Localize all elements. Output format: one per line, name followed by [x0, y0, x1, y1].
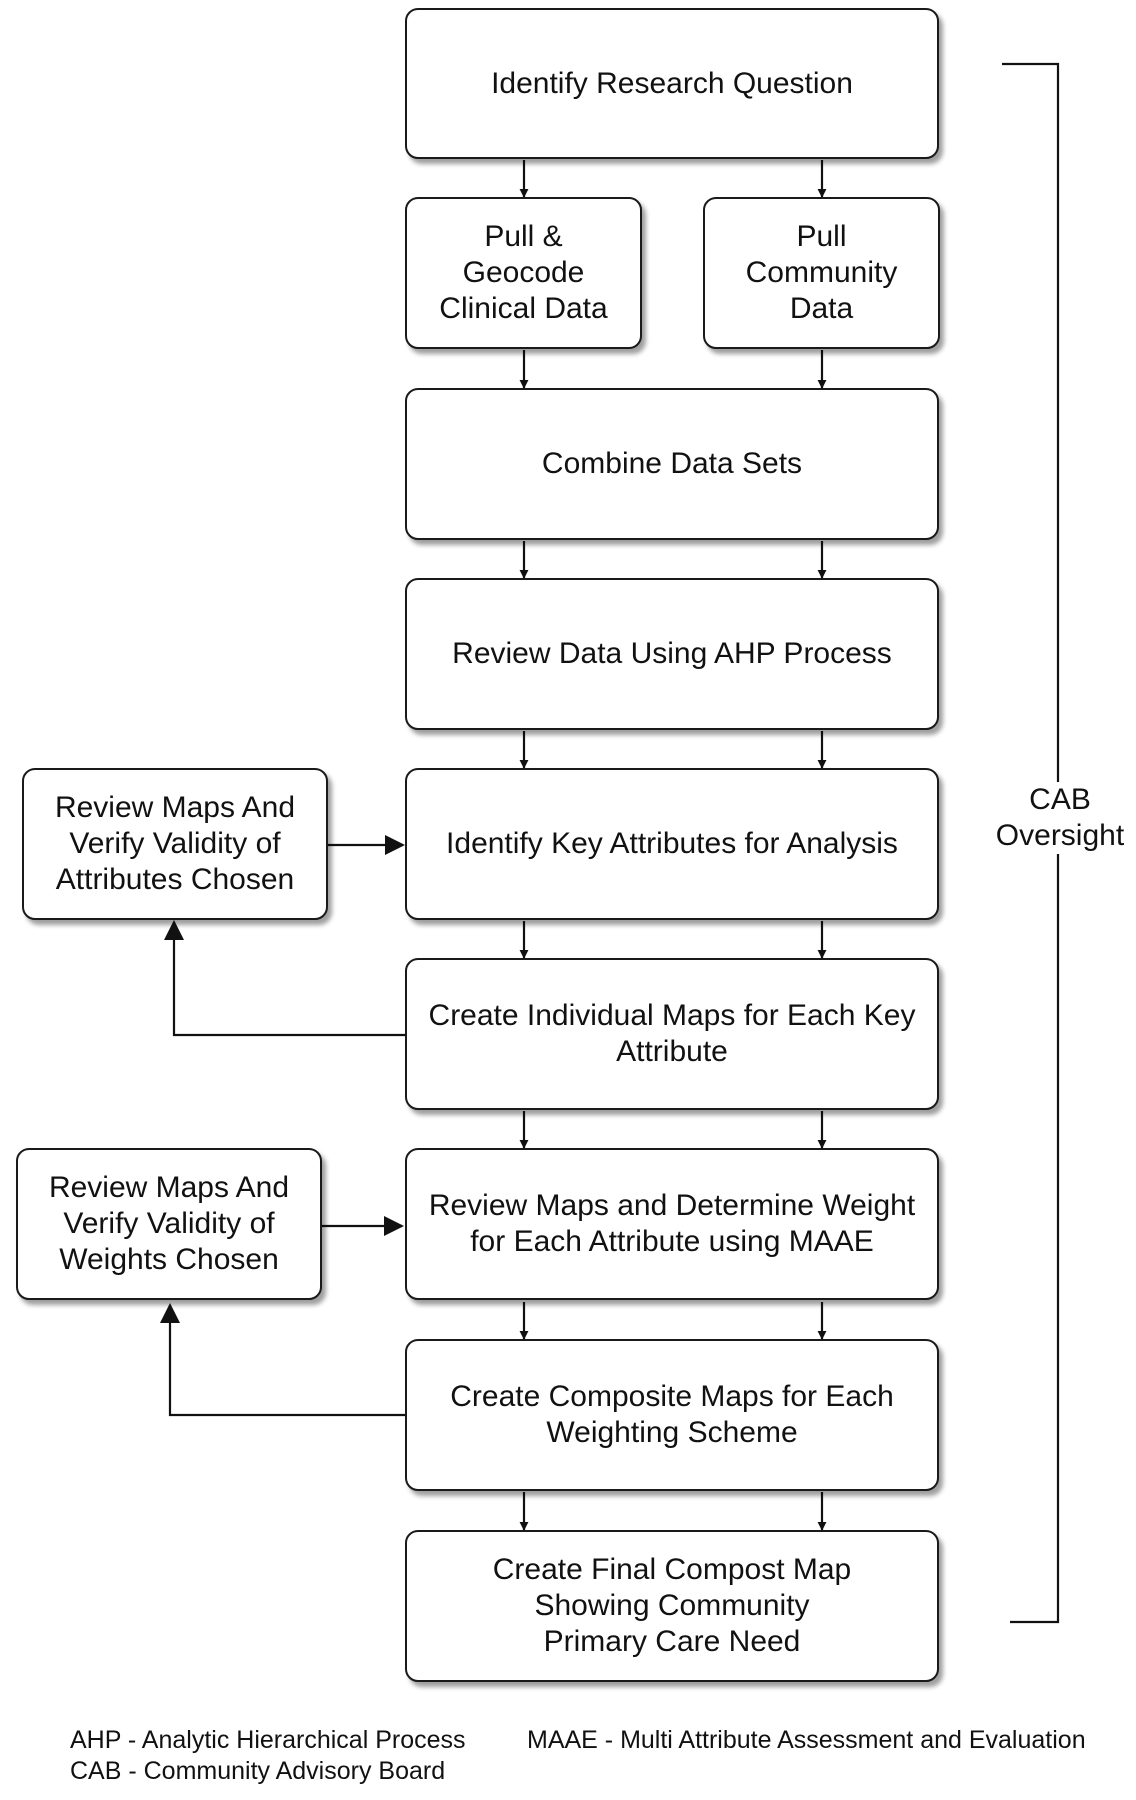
- legend-maae: MAAE - Multi Attribute Assessment and Ev…: [527, 1726, 1086, 1754]
- legend-cab: CAB - Community Advisory Board: [70, 1757, 446, 1785]
- step-create-individual-maps: Create Individual Maps for Each Key Attr…: [405, 958, 939, 1110]
- feedback-individual-maps: [164, 920, 405, 1037]
- step-pull-community-data: Pull Community Data: [703, 197, 940, 349]
- feedback-composite-maps: [160, 1303, 405, 1417]
- step-identify-research-question: Identify Research Question: [405, 8, 939, 159]
- step-create-final-map: Create Final Compost Map Showing Communi…: [405, 1530, 939, 1682]
- step-review-data-ahp: Review Data Using AHP Process: [405, 578, 939, 730]
- step-combine-data-sets: Combine Data Sets: [405, 388, 939, 540]
- step-create-composite-maps: Create Composite Maps for Each Weighting…: [405, 1339, 939, 1491]
- review-weights-box: Review Maps And Verify Validity of Weigh…: [16, 1148, 322, 1300]
- step-identify-key-attributes: Identify Key Attributes for Analysis: [405, 768, 939, 920]
- step-review-maps-weights: Review Maps and Determine Weight for Eac…: [405, 1148, 939, 1300]
- review-attributes-box: Review Maps And Verify Validity of Attri…: [22, 768, 328, 920]
- legend-ahp: AHP - Analytic Hierarchical Process: [70, 1726, 466, 1754]
- cab-oversight-label: CAB Oversight: [990, 782, 1130, 854]
- step-pull-clinical-data: Pull & Geocode Clinical Data: [405, 197, 642, 349]
